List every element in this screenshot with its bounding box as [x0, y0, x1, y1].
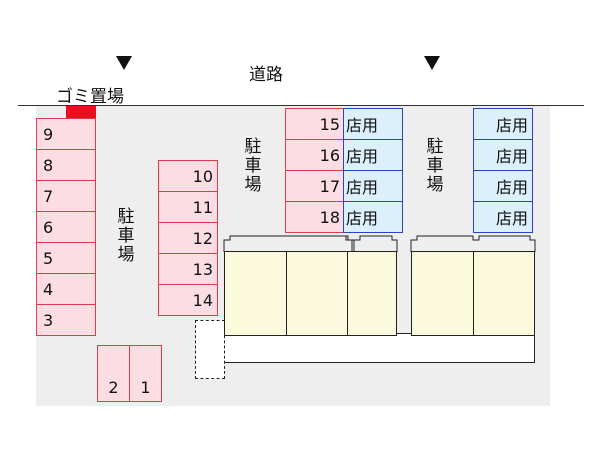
stall-14: 14 [158, 284, 218, 316]
stall-13: 13 [158, 253, 218, 285]
parking-left-text: 駐車場 [117, 207, 135, 265]
building-unit-5 [473, 251, 535, 336]
shop-cell-15: 店用 [343, 108, 403, 140]
building-unit-4 [411, 251, 474, 336]
stall-6: 6 [36, 211, 96, 243]
road-label: 道路 [249, 65, 283, 85]
building-unit-3 [347, 251, 397, 336]
parking-right-text: 駐車場 [426, 137, 444, 195]
stall-17: 17 [285, 170, 345, 202]
stall-1: 1 [129, 345, 162, 402]
shop-cell-16: 店用 [343, 139, 403, 171]
garbage-label: ゴミ置場 [56, 87, 124, 107]
building-unit-1 [224, 251, 287, 336]
shop-cell-right-1: 店用 [473, 108, 533, 140]
stall-16: 16 [285, 139, 345, 171]
building-unit-2 [286, 251, 348, 336]
stall-11: 11 [158, 191, 218, 223]
stall-18: 18 [285, 201, 345, 233]
parking-center-label: 駐車場 [243, 138, 263, 195]
entrance-right-down-triangle-icon [424, 56, 440, 70]
road-edge-line [18, 105, 584, 106]
stall-15: 15 [285, 108, 345, 140]
shop-cell-right-3: 店用 [473, 170, 533, 202]
stall-12: 12 [158, 222, 218, 254]
roof-outline [223, 235, 536, 252]
garbage-area [66, 106, 96, 118]
stall-10: 10 [158, 160, 218, 192]
building-bottom-strip [224, 333, 535, 363]
shop-cell-17: 店用 [343, 170, 403, 202]
stall-5: 5 [36, 242, 96, 274]
parking-right-label: 駐車場 [425, 138, 445, 195]
entrance-left-down-triangle-icon [116, 56, 132, 70]
stall-9: 9 [36, 118, 96, 150]
parking-left-label: 駐車場 [116, 208, 136, 265]
stall-3: 3 [36, 304, 96, 336]
stall-8: 8 [36, 149, 96, 181]
stall-4: 4 [36, 273, 96, 305]
stall-7: 7 [36, 180, 96, 212]
stall-2: 2 [97, 345, 130, 402]
shop-cell-18: 店用 [343, 201, 403, 233]
parking-center-text: 駐車場 [244, 137, 262, 195]
dashed-area [195, 320, 225, 379]
shop-cell-right-2: 店用 [473, 139, 533, 171]
shop-cell-right-4: 店用 [473, 201, 533, 233]
